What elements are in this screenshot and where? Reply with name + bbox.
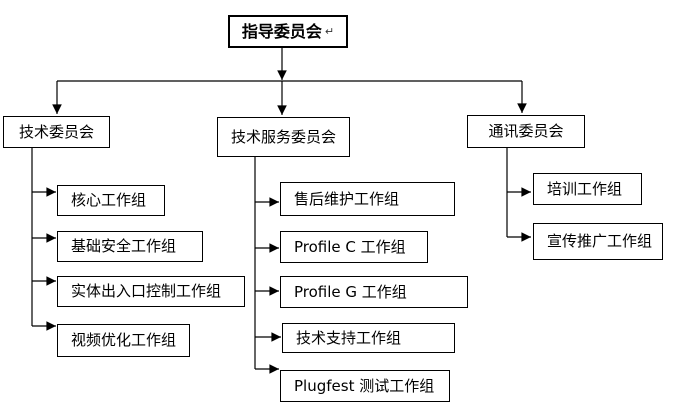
connector-service-committee-branches bbox=[254, 157, 281, 374]
node-communications-committee: 通讯委员会 bbox=[467, 115, 585, 148]
node-label: 指导委员会 bbox=[241, 21, 322, 41]
return-mark-icon: ↵ bbox=[324, 25, 335, 38]
node-training-group: 培训工作组 bbox=[533, 173, 642, 205]
node-label: 核心工作组 bbox=[71, 191, 147, 209]
connector-comm-committee-branches bbox=[506, 148, 532, 242]
node-publicity-promotion-group: 宣传推广工作组 bbox=[533, 223, 663, 260]
node-physical-access-control-group: 实体出入口控制工作组 bbox=[57, 276, 245, 307]
node-label: 视频优化工作组 bbox=[71, 331, 177, 349]
node-technical-committee: 技术委员会 bbox=[3, 116, 110, 148]
node-basic-security-group: 基础安全工作组 bbox=[57, 231, 203, 262]
node-label: Profile C 工作组 bbox=[294, 237, 406, 256]
node-label: 基础安全工作组 bbox=[71, 237, 177, 255]
node-label: 通讯委员会 bbox=[488, 122, 564, 140]
node-label: 实体出入口控制工作组 bbox=[71, 282, 222, 300]
node-profile-g-group: Profile G 工作组 bbox=[280, 276, 468, 308]
node-technical-support-group: 技术支持工作组 bbox=[282, 323, 455, 353]
node-label: 技术服务委员会 bbox=[230, 127, 336, 146]
node-technical-service-committee: 技术服务委员会 bbox=[217, 117, 350, 157]
node-label: 售后维护工作组 bbox=[294, 189, 400, 208]
node-profile-c-group: Profile C 工作组 bbox=[280, 231, 428, 263]
node-label: Plugfest 测试工作组 bbox=[294, 376, 435, 395]
node-after-sales-maintenance-group: 售后维护工作组 bbox=[280, 182, 455, 216]
connector-root-to-committees bbox=[52, 48, 527, 115]
node-plugfest-testing-group: Plugfest 测试工作组 bbox=[280, 370, 450, 402]
node-label: 宣传推广工作组 bbox=[547, 232, 653, 250]
node-label: 培训工作组 bbox=[547, 179, 623, 198]
node-core-group: 核心工作组 bbox=[57, 185, 165, 216]
node-label: 技术委员会 bbox=[18, 122, 94, 141]
node-video-optimization-group: 视频优化工作组 bbox=[57, 324, 190, 357]
node-steering-committee: 指导委员会↵ bbox=[228, 15, 348, 48]
connector-tech-committee-branches bbox=[31, 148, 57, 331]
node-label: 技术支持工作组 bbox=[296, 328, 402, 347]
node-label: Profile G 工作组 bbox=[294, 282, 407, 301]
